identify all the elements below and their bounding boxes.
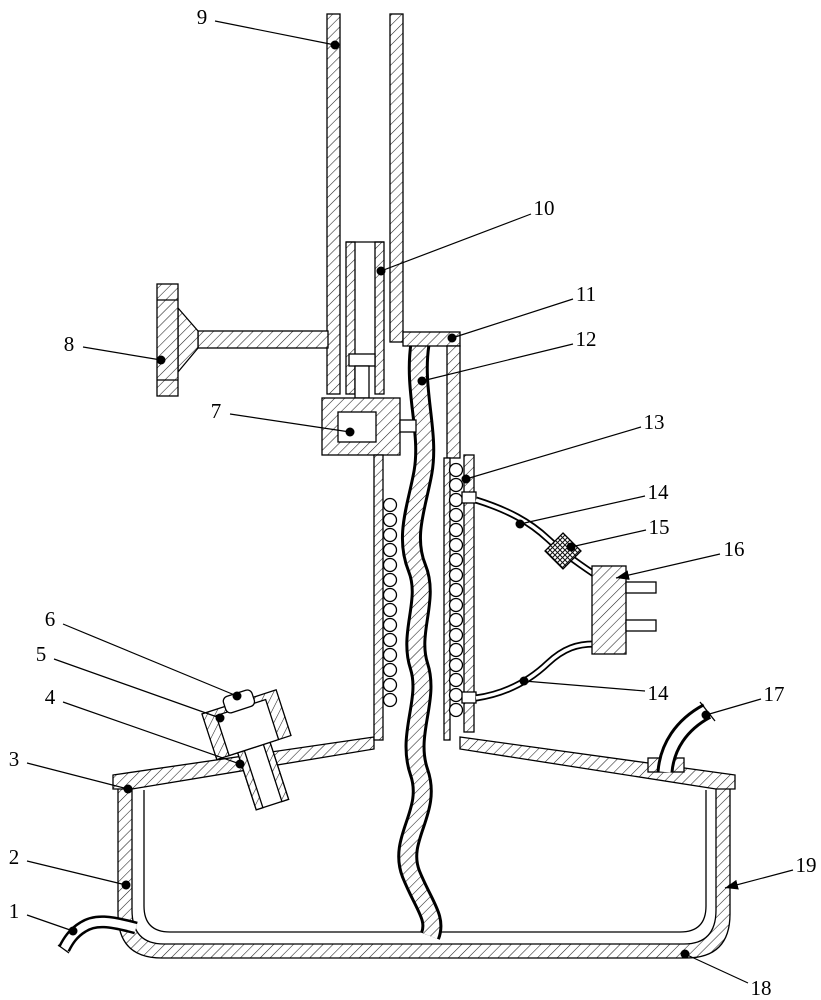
part-label-19: 19	[796, 853, 817, 877]
part-4-5-6-feed-assembly	[201, 689, 292, 811]
leader-line-6	[62, 623, 242, 701]
leader-line-2	[26, 860, 131, 890]
leader-line-16	[615, 553, 721, 580]
part-label-10: 10	[534, 196, 555, 220]
part-label-18: 18	[751, 976, 772, 1000]
leader-line-17	[701, 698, 762, 720]
part-7-valve-body	[321, 353, 417, 456]
leader-line-14	[519, 676, 646, 692]
leader-line-4	[62, 701, 245, 769]
part-label-16: 16	[724, 537, 745, 561]
part-label-1: 1	[9, 899, 20, 923]
part-label-11: 11	[576, 282, 596, 306]
part-label-14: 14	[648, 480, 670, 504]
part-heating-spring	[382, 462, 464, 718]
part-label-2: 2	[9, 845, 20, 869]
part-12-screw-conveyor	[397, 342, 443, 940]
part-label-5: 5	[36, 642, 47, 666]
leader-line-10	[376, 213, 532, 276]
part-label-4: 4	[45, 685, 56, 709]
part-label-15: 15	[649, 515, 670, 539]
leader-line-18	[680, 949, 749, 984]
leader-line-9	[214, 20, 340, 50]
leader-line-7	[229, 413, 355, 437]
part-17-outlet-spout	[647, 701, 716, 774]
part-label-12: 12	[576, 327, 597, 351]
part-13-outer-sleeve	[463, 454, 475, 733]
part-label-13: 13	[644, 410, 665, 434]
part-heater-column	[373, 454, 451, 741]
part-16-power-plug	[591, 565, 657, 655]
leader-line-8	[82, 346, 166, 365]
leader-line-5	[53, 658, 225, 723]
part-label-9: 9	[197, 5, 208, 29]
part-label-6: 6	[45, 607, 56, 631]
leader-line-11	[447, 298, 574, 343]
leader-line-12	[417, 343, 574, 386]
leader-line-19	[724, 869, 794, 890]
leader-line-3	[26, 762, 133, 794]
part-label-8: 8	[64, 332, 75, 356]
part-8-support-flange	[156, 283, 329, 397]
leader-line-13	[461, 426, 642, 484]
leader-line-15	[566, 529, 647, 552]
part-label-7: 7	[211, 399, 222, 423]
part-label-14: 14	[648, 681, 670, 705]
part-10-inner-tube	[345, 241, 385, 395]
leader-line-14	[515, 495, 646, 529]
part-label-17: 17	[764, 682, 785, 706]
part-14-lead-wires	[461, 491, 596, 704]
part-label-3: 3	[9, 747, 20, 771]
part-9-standpipe	[326, 13, 404, 395]
part-1-drain-spout	[57, 915, 138, 954]
leader-line-1	[26, 914, 78, 936]
